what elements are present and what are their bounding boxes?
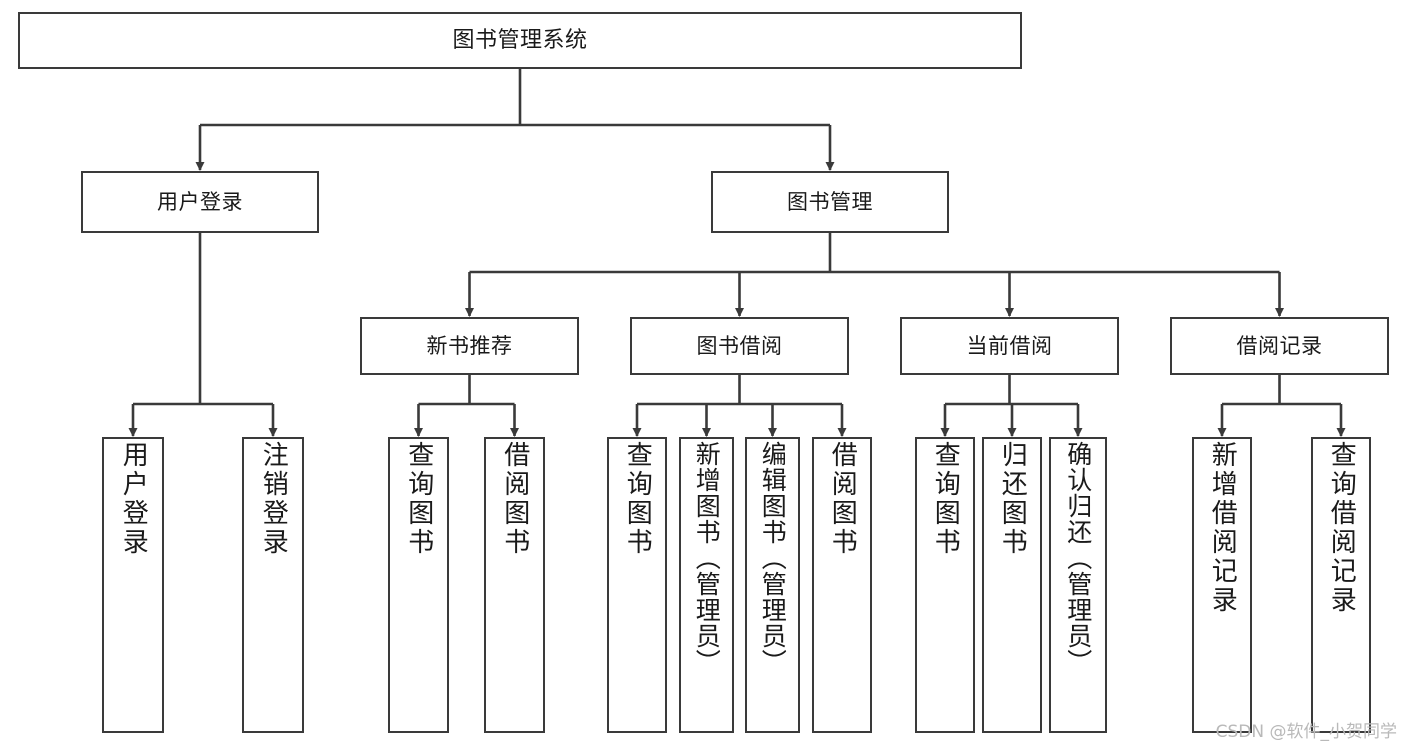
node-label: 注销登录 bbox=[258, 441, 289, 557]
node-label: 查询图书 bbox=[622, 441, 653, 557]
node-label: 编辑图书（管理员） bbox=[758, 441, 788, 675]
node-leaf-query-book-borrow[interactable]: 查询图书 bbox=[607, 437, 667, 733]
node-leaf-add-book-admin[interactable]: 新增图书（管理员） bbox=[679, 437, 734, 733]
node-leaf-query-borrow-record[interactable]: 查询借阅记录 bbox=[1311, 437, 1371, 733]
node-leaf-query-book-rec[interactable]: 查询图书 bbox=[388, 437, 449, 733]
node-leaf-add-borrow-record[interactable]: 新增借阅记录 bbox=[1192, 437, 1252, 733]
node-n-book-borrow[interactable]: 图书借阅 bbox=[630, 317, 849, 375]
node-label: 借阅图书 bbox=[827, 441, 858, 557]
node-label: 归还图书 bbox=[997, 441, 1028, 557]
node-label: 新增图书（管理员） bbox=[692, 441, 722, 675]
node-leaf-return-book[interactable]: 归还图书 bbox=[982, 437, 1042, 733]
node-label: 用户登录 bbox=[118, 441, 149, 557]
node-leaf-user-login[interactable]: 用户登录 bbox=[102, 437, 164, 733]
node-leaf-query-book-current[interactable]: 查询图书 bbox=[915, 437, 975, 733]
node-label: 当前借阅 bbox=[966, 333, 1053, 358]
node-label: 新书推荐 bbox=[426, 333, 513, 358]
node-label: 确认归还（管理员） bbox=[1063, 441, 1093, 675]
node-label: 新增借阅记录 bbox=[1207, 441, 1238, 615]
node-label: 图书管理系统 bbox=[452, 27, 588, 53]
node-leaf-borrow-book[interactable]: 借阅图书 bbox=[812, 437, 872, 733]
node-leaf-confirm-return-admin[interactable]: 确认归还（管理员） bbox=[1049, 437, 1107, 733]
node-label: 借阅图书 bbox=[499, 441, 530, 557]
node-n-user-login[interactable]: 用户登录 bbox=[81, 171, 319, 233]
node-n-new-book-rec[interactable]: 新书推荐 bbox=[360, 317, 579, 375]
node-label: 借阅记录 bbox=[1236, 333, 1323, 358]
node-n-book-manage[interactable]: 图书管理 bbox=[711, 171, 949, 233]
edges-group bbox=[128, 69, 1346, 437]
watermark-text: CSDN @软件_小贺同学 bbox=[1215, 722, 1397, 742]
node-label: 用户登录 bbox=[157, 189, 243, 214]
node-label: 图书管理 bbox=[787, 189, 873, 214]
node-label: 查询图书 bbox=[403, 441, 434, 557]
node-label: 查询借阅记录 bbox=[1326, 441, 1357, 615]
node-n-borrow-record[interactable]: 借阅记录 bbox=[1170, 317, 1389, 375]
node-label: 查询图书 bbox=[930, 441, 961, 557]
node-n-current-borrow[interactable]: 当前借阅 bbox=[900, 317, 1119, 375]
node-leaf-user-logout[interactable]: 注销登录 bbox=[242, 437, 304, 733]
node-root[interactable]: 图书管理系统 bbox=[18, 12, 1022, 69]
node-leaf-edit-book-admin[interactable]: 编辑图书（管理员） bbox=[745, 437, 800, 733]
node-leaf-borrow-book-rec[interactable]: 借阅图书 bbox=[484, 437, 545, 733]
node-label: 图书借阅 bbox=[696, 333, 783, 358]
